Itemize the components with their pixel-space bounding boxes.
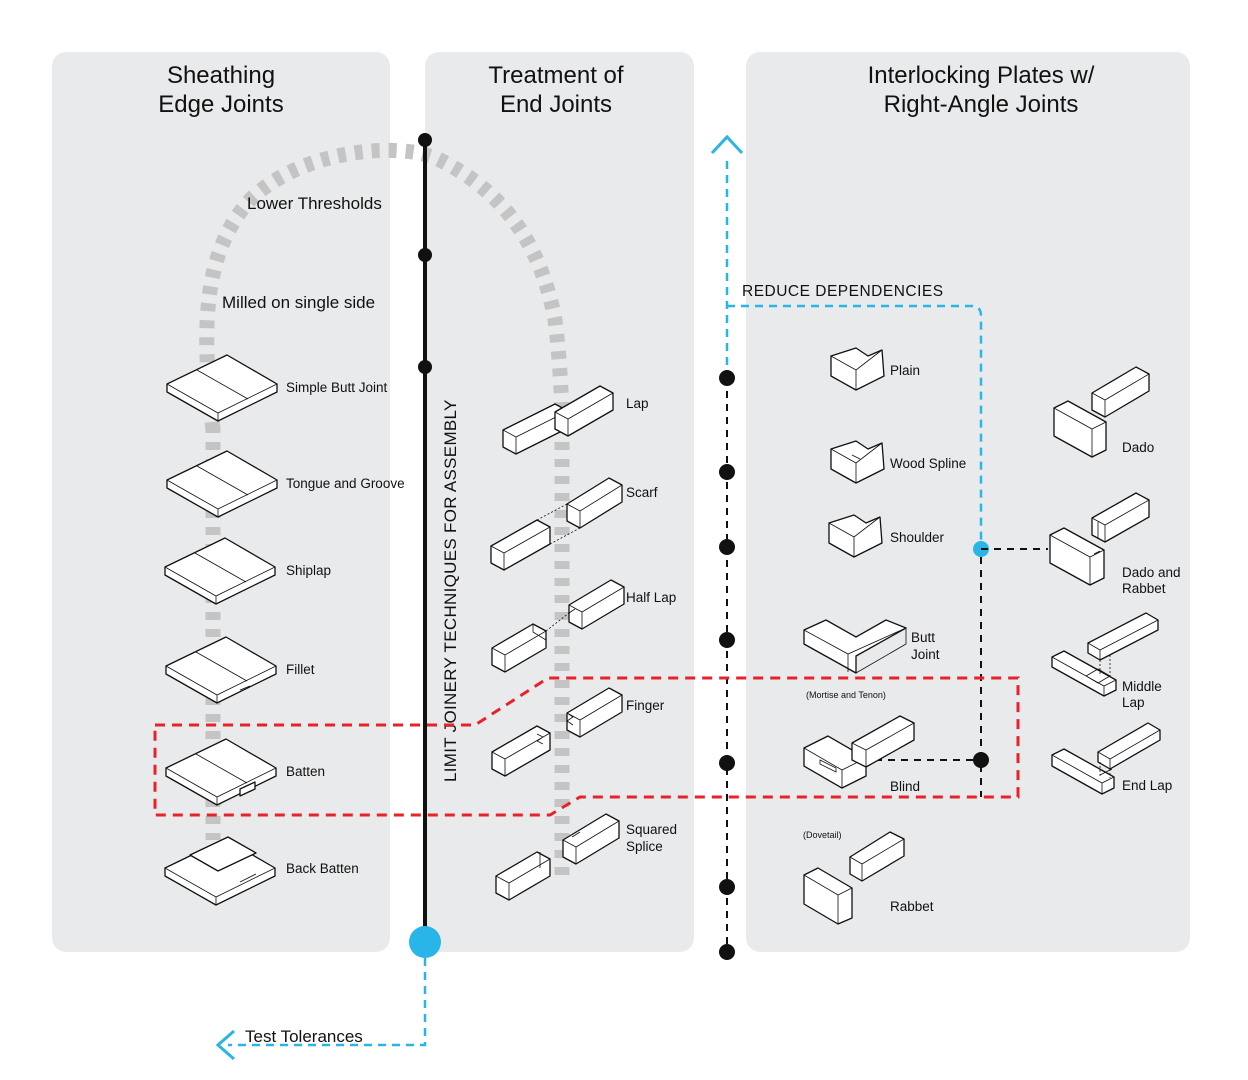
panel-title-sheathing-1: Sheathing (167, 62, 275, 89)
axis-node-3 (418, 360, 432, 374)
interlock-node-6 (719, 879, 735, 895)
right-dado-rabbet (1049, 492, 1150, 586)
label-blind: Blind (890, 779, 920, 794)
corner-shoulder (828, 514, 883, 558)
label-joint: Joint (911, 647, 940, 662)
selection-boundary (153, 676, 1020, 817)
sheathing-plate-6 (164, 836, 276, 906)
label-dado: Dado (1122, 440, 1154, 455)
interlock-node-4 (719, 632, 735, 648)
label-shoulder: Shoulder (890, 530, 945, 545)
sheathing-plate-2 (166, 450, 278, 518)
label-batten: Batten (286, 764, 325, 779)
label-lap: Lap (626, 396, 649, 411)
label-reduce-dependencies: REDUCE DEPENDENCIES (742, 283, 944, 300)
label-milled-single-side: Milled on single side (222, 293, 375, 312)
corner-rabbet (803, 831, 905, 925)
sheathing-plate-4 (165, 636, 277, 704)
reduce-dependencies-arrow (710, 134, 744, 155)
label-tongue-and-groove: Tongue and Groove (286, 476, 405, 491)
corner-butt-joint (803, 619, 907, 674)
label-rabbet: Rabbet (890, 899, 934, 914)
axis-end-node (409, 926, 441, 958)
label-vertical-axis: LIMIT JOINERY TECHNIQUES FOR ASSEMBLY (441, 399, 460, 782)
label-finger: Finger (626, 698, 665, 713)
label-splice: Splice (626, 839, 663, 854)
label-squared: Squared (626, 822, 677, 837)
interlock-node-3 (719, 539, 735, 555)
corner-plain (830, 347, 885, 391)
label-lap-right: Lap (1122, 695, 1145, 710)
label-middle: Middle (1122, 679, 1162, 694)
label-fillet: Fillet (286, 662, 315, 677)
label-half-lap: Half Lap (626, 590, 676, 605)
end-joint-lap (502, 385, 614, 455)
sheathing-plate-1 (166, 354, 278, 422)
axis-node-1 (418, 133, 432, 147)
panel-interlocking (746, 52, 1190, 952)
label-test-tolerances: Test Tolerances (245, 1027, 363, 1046)
label-shiplap: Shiplap (286, 563, 331, 578)
panel-title-end-1: Treatment of (488, 62, 623, 89)
right-end-lap (1051, 722, 1161, 795)
label-wood-spline: Wood Spline (890, 456, 966, 471)
panel-title-sheathing-2: Edge Joints (158, 91, 283, 118)
label-rabbet-right: Rabbet (1122, 581, 1166, 596)
label-lower-thresholds: Lower Thresholds (247, 194, 382, 213)
interlock-node-5 (719, 755, 735, 771)
right-dado (1053, 366, 1150, 458)
label-simple-butt-joint: Simple Butt Joint (286, 380, 388, 395)
test-tolerances-arrow (215, 1029, 235, 1061)
right-middle-lap (1051, 612, 1159, 697)
axis-node-2 (418, 248, 432, 262)
interlock-node-2 (719, 464, 735, 480)
sheathing-plate-5 (165, 738, 277, 806)
blind-node (973, 752, 989, 768)
label-end-lap: End Lap (1122, 778, 1172, 793)
test-tolerances-path (228, 958, 427, 1047)
end-joint-scarf (490, 477, 623, 571)
label-back-batten: Back Batten (286, 861, 359, 876)
panel-title-end-2: End Joints (500, 91, 612, 118)
reduce-dependencies-loop (727, 304, 983, 548)
interlock-node-7 (719, 944, 735, 960)
label-butt: Butt (911, 630, 935, 645)
label-plain: Plain (890, 363, 920, 378)
panel-title-interlocking-1: Interlocking Plates w/ (868, 62, 1095, 89)
label-mortise-tenon: (Mortise and Tenon) (806, 690, 886, 700)
corner-blind (803, 715, 915, 789)
label-dado-and: Dado and (1122, 565, 1181, 580)
end-joint-squared-splice (495, 813, 620, 901)
interlock-node-1 (719, 370, 735, 386)
panel-title-interlocking-2: Right-Angle Joints (884, 91, 1079, 118)
sheathing-plate-3 (164, 537, 276, 605)
end-joint-half-lap (491, 579, 625, 673)
label-dovetail: (Dovetail) (803, 830, 842, 840)
label-scarf: Scarf (626, 485, 658, 500)
end-joint-finger (491, 687, 623, 777)
panel-end-joints (425, 52, 694, 952)
corner-wood-spline (830, 440, 885, 484)
